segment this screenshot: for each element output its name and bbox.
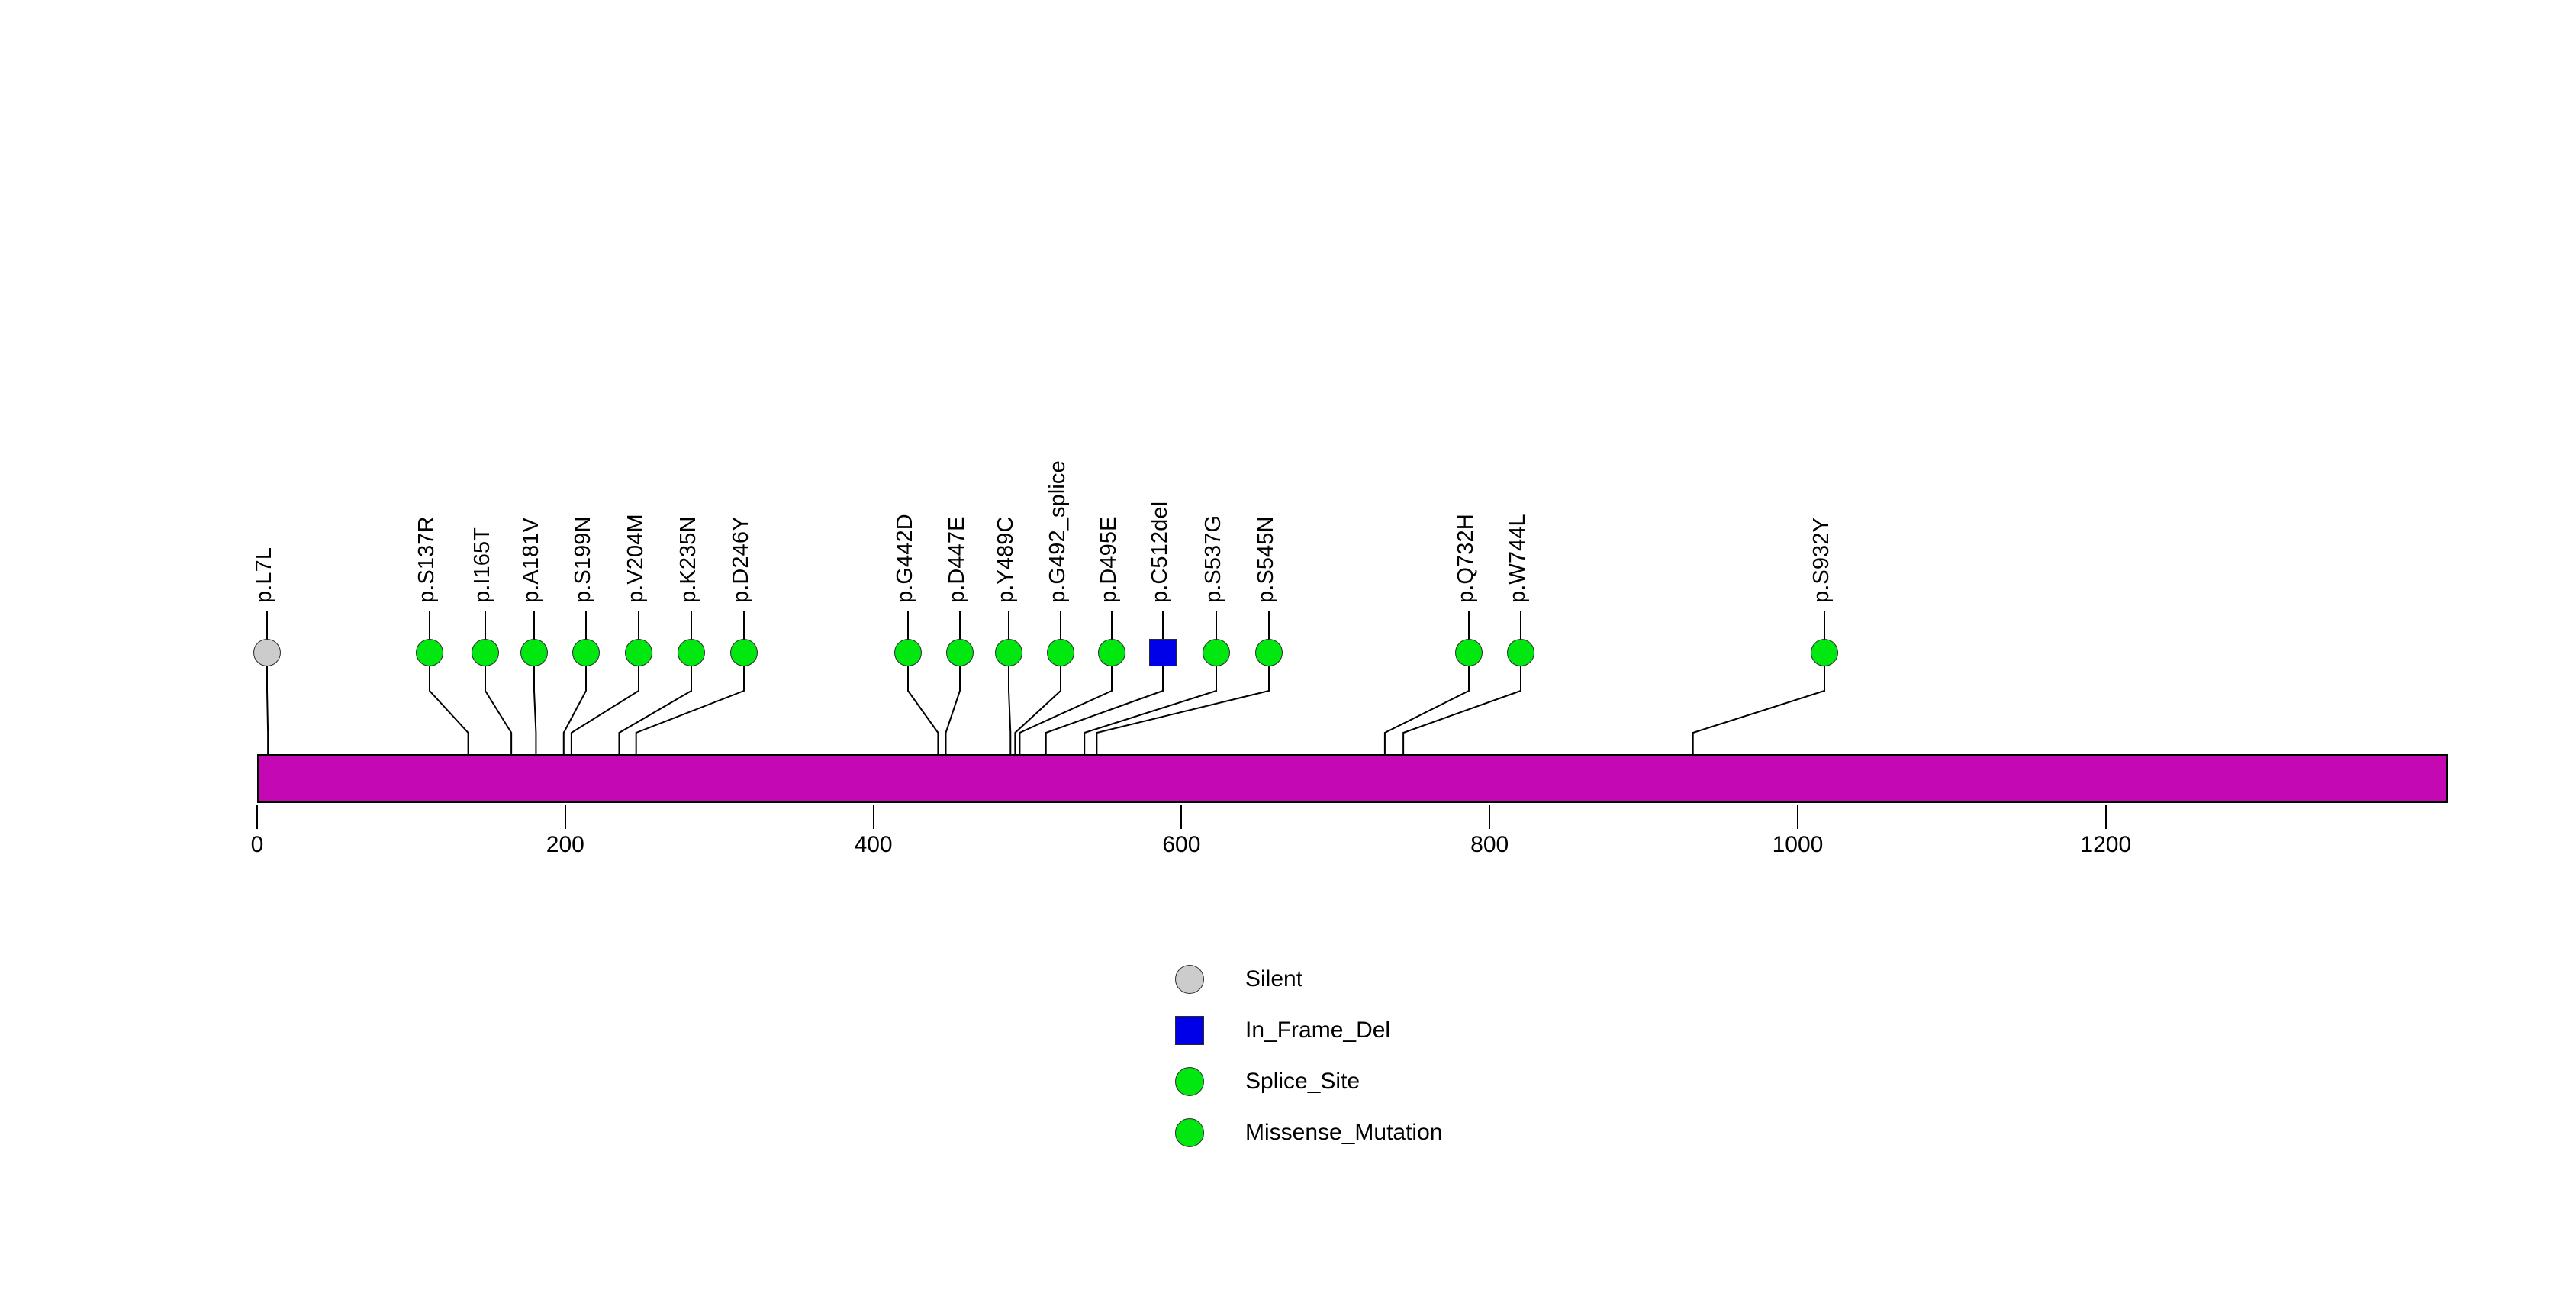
x-axis-tick-label: 200 (546, 832, 584, 857)
x-axis-tick-label: 400 (854, 832, 893, 857)
lollipop-label: p.A181V (519, 518, 543, 603)
lollipop-label: p.V204M (623, 514, 648, 603)
legend-label: Silent (1245, 966, 1303, 992)
legend-swatch-square-icon (1175, 1016, 1204, 1045)
lollipop-head-p-s137r[interactable] (416, 639, 443, 666)
lollipop-head-p-k235n[interactable] (678, 639, 705, 666)
x-axis-tick-label: 1000 (1772, 832, 1824, 857)
lollipop-head-p-v204m[interactable] (625, 639, 652, 666)
lollipop-label: p.Q732H (1454, 514, 1478, 603)
lollipop-head-p-y489c[interactable] (995, 639, 1022, 666)
legend-swatch-circle-icon (1175, 1067, 1204, 1096)
lollipop-label: p.I165T (470, 527, 494, 603)
x-axis-tick (1180, 805, 1183, 829)
lollipop-label: p.L7L (252, 547, 276, 603)
lollipop-head-p-d495e[interactable] (1098, 639, 1125, 666)
legend-swatch-circle-icon (1175, 1118, 1204, 1147)
lollipop-head-p-d447e[interactable] (946, 639, 974, 666)
x-axis-tick-label: 0 (250, 832, 264, 857)
lollipop-label: p.C512del (1148, 501, 1172, 603)
lollipop-label: p.S932Y (1809, 518, 1834, 603)
lollipop-label: p.G442D (893, 514, 917, 603)
x-axis-tick-label: 1200 (2080, 832, 2132, 857)
lollipop-head-p-s199n[interactable] (572, 639, 600, 666)
lollipop-head-p-c512del[interactable] (1149, 639, 1177, 666)
lollipop-label: p.W744L (1505, 514, 1530, 603)
legend-label: Missense_Mutation (1245, 1120, 1443, 1145)
lollipop-label: p.D246Y (729, 516, 753, 603)
lollipop-label: p.G492_splice (1045, 460, 1070, 603)
lollipop-label: p.S199N (571, 516, 595, 603)
lollipop-label: p.K235N (676, 516, 700, 603)
x-axis-tick-label: 800 (1470, 832, 1509, 857)
lollipop-label: p.S545N (1254, 516, 1278, 603)
lollipop-label: p.D447E (945, 516, 969, 603)
lollipop-label: p.S137R (414, 516, 439, 603)
lollipop-head-p-g442d[interactable] (894, 639, 922, 666)
lollipop-head-p-d246y[interactable] (730, 639, 758, 666)
lollipop-head-p-s545n[interactable] (1255, 639, 1283, 666)
x-axis-tick (1489, 805, 1491, 829)
x-axis-tick (2104, 805, 2107, 829)
lollipop-head-p-g492-splice[interactable] (1047, 639, 1074, 666)
lollipop-head-p-q732h[interactable] (1455, 639, 1483, 666)
lollipop-head-p-s537g[interactable] (1203, 639, 1230, 666)
lollipop-label: p.D495E (1096, 516, 1121, 603)
lollipop-head-p-a181v[interactable] (520, 639, 548, 666)
legend-label: In_Frame_Del (1245, 1017, 1391, 1043)
lollipop-head-p-s932y[interactable] (1811, 639, 1838, 666)
x-axis-tick (564, 805, 566, 829)
legend-label: Splice_Site (1245, 1069, 1360, 1094)
lollipop-head-p-l7l[interactable] (253, 639, 281, 666)
lollipop-label: p.Y489C (993, 516, 1018, 603)
x-axis-tick-label: 600 (1162, 832, 1201, 857)
protein-backbone-bar (257, 754, 2448, 803)
lollipop-head-p-i165t[interactable] (472, 639, 499, 666)
x-axis-tick (1797, 805, 1798, 829)
legend-swatch-circle-icon (1175, 965, 1204, 994)
lollipop-label: p.S537G (1201, 514, 1225, 603)
x-axis-tick (872, 805, 874, 829)
x-axis-tick (256, 805, 258, 829)
lollipop-head-p-w744l[interactable] (1507, 639, 1534, 666)
